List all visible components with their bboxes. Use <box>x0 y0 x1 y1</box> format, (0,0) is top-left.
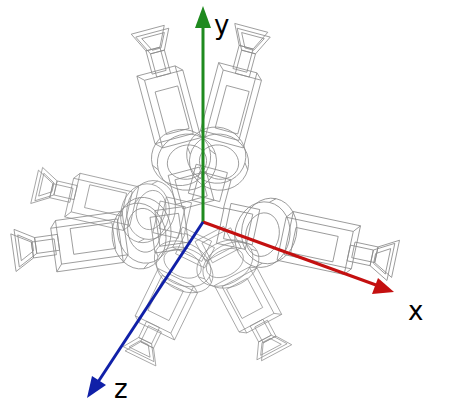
axis-arrowhead <box>195 6 211 28</box>
axis-label: y <box>214 12 229 38</box>
axis-arrowhead <box>372 278 394 294</box>
axis-label: z <box>114 376 128 402</box>
x-axis <box>203 222 376 285</box>
axis-arrowhead <box>87 376 106 398</box>
y-axis <box>202 26 205 222</box>
robot-arm <box>183 218 304 369</box>
z-axis <box>98 222 203 382</box>
axis-label: x <box>408 298 423 324</box>
arm-group <box>8 20 402 372</box>
robot-arm <box>8 192 191 287</box>
robot-arm <box>28 154 195 251</box>
axes <box>87 6 394 398</box>
robot-arm <box>175 20 284 212</box>
